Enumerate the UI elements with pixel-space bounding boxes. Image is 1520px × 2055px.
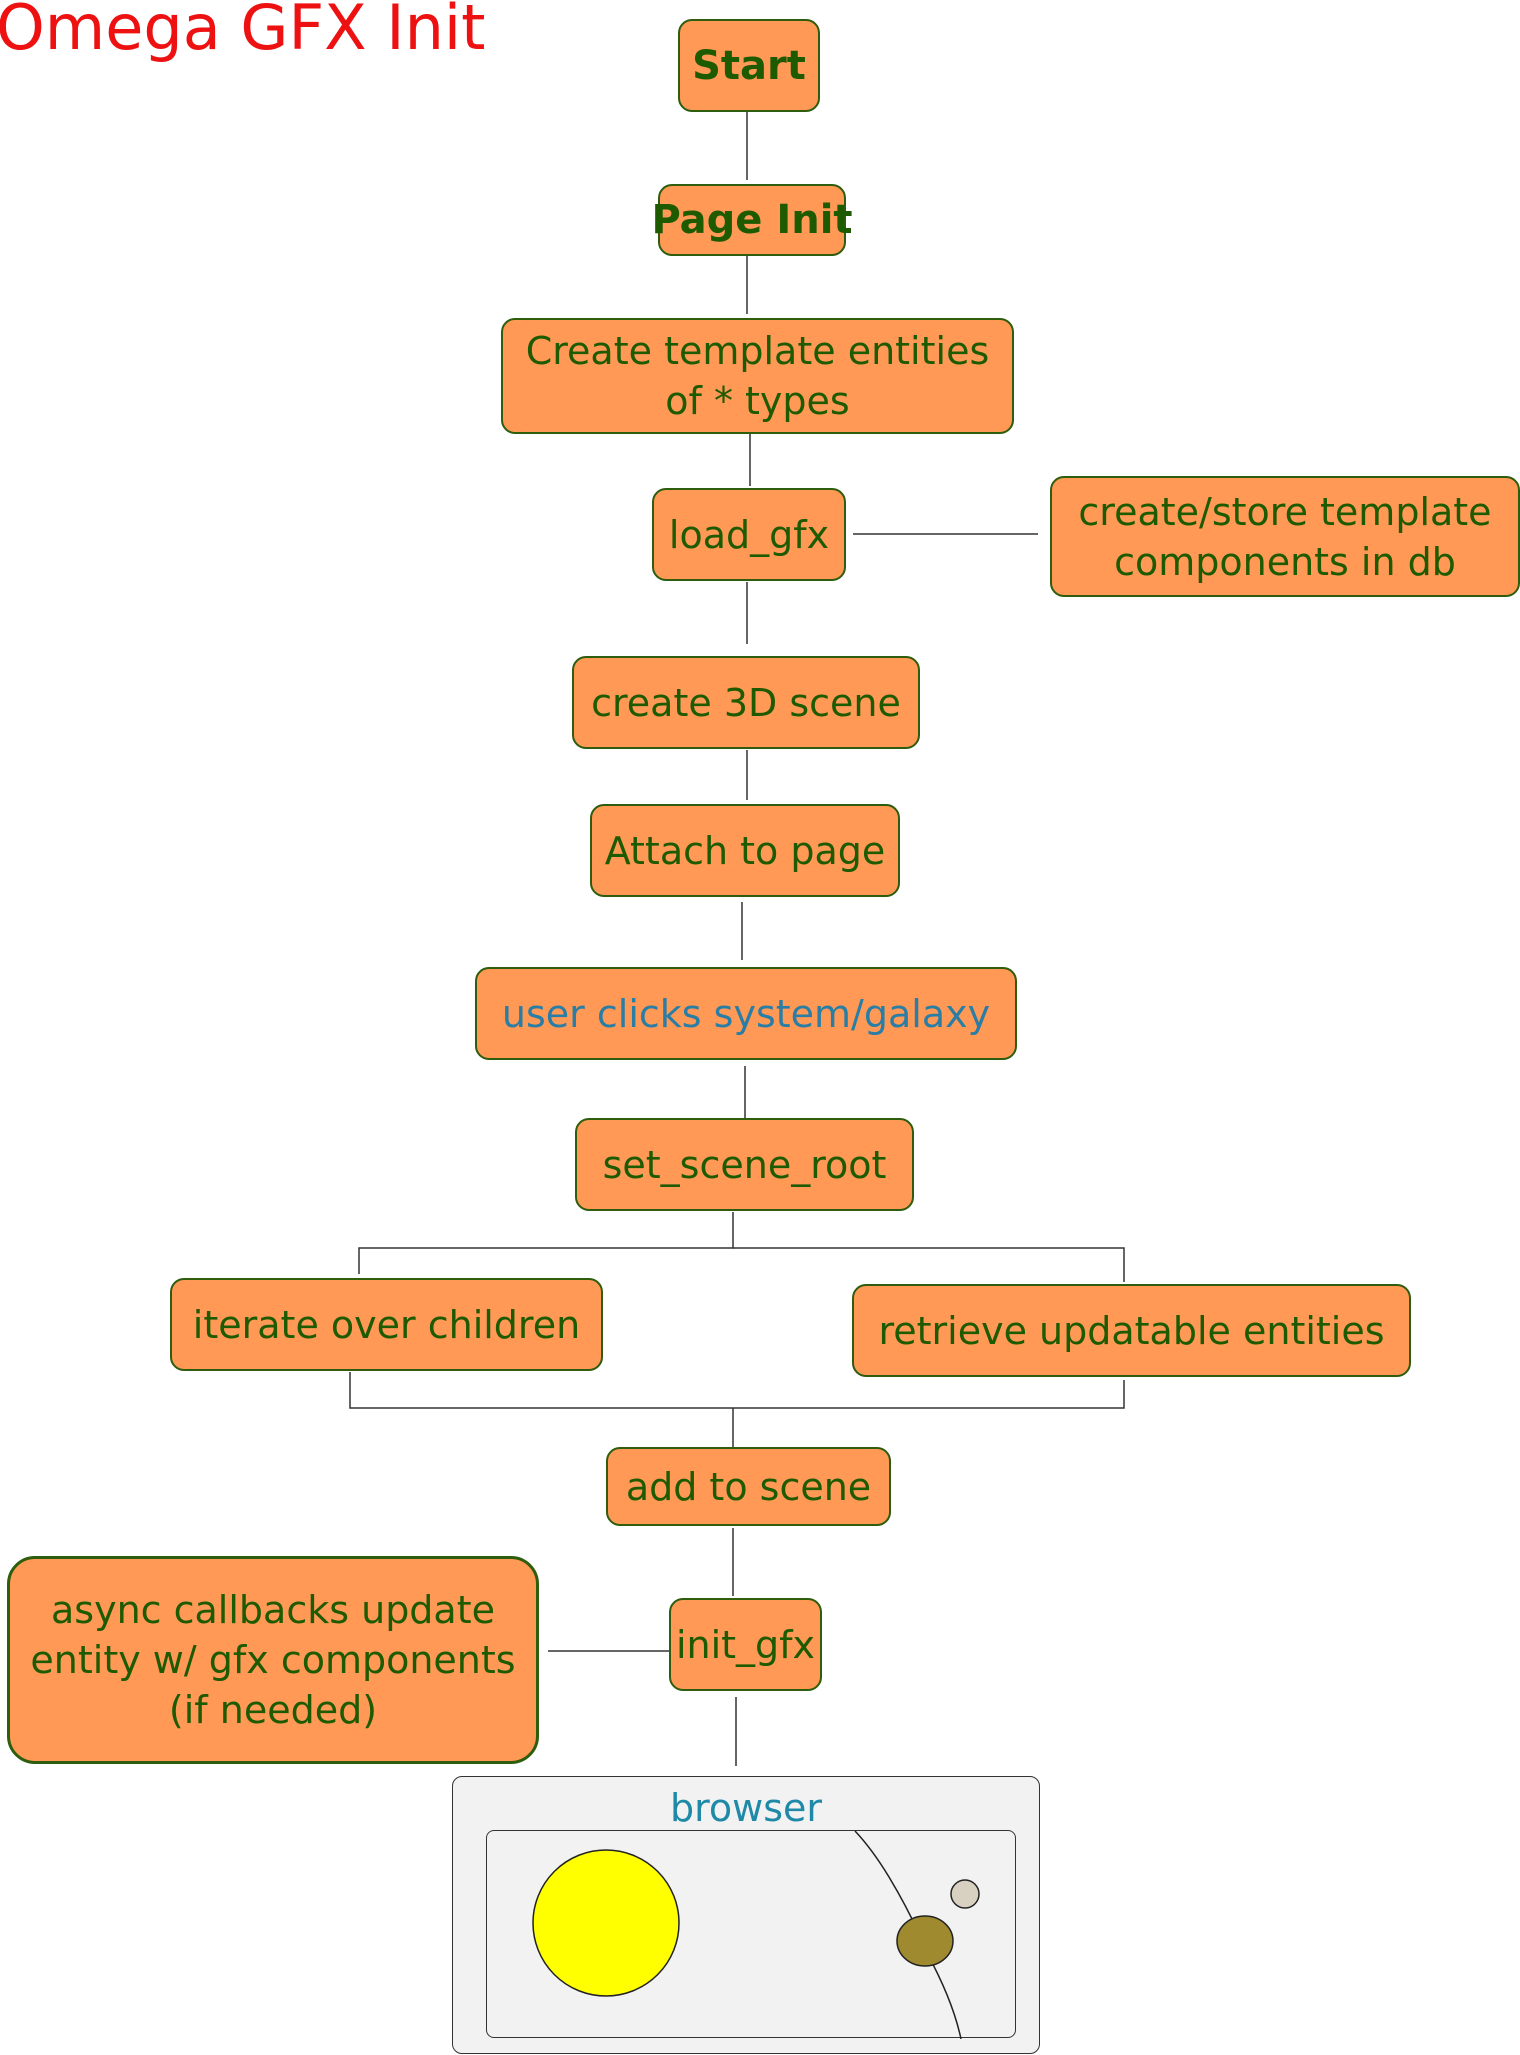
- scene-illustration: [532, 1831, 980, 2039]
- node-load-gfx: load_gfx: [652, 488, 846, 581]
- node-user-clicks: user clicks system/galaxy: [475, 967, 1017, 1060]
- node-start: Start: [678, 19, 820, 112]
- node-page-init: Page Init: [651, 184, 853, 256]
- node-create-template: Create template entities of * types: [501, 318, 1014, 434]
- diagram-title: Omega GFX Init: [0, 0, 486, 64]
- node-create-scene: create 3D scene: [572, 656, 920, 749]
- node-set-scene-root: set_scene_root: [575, 1118, 914, 1211]
- connector-setroot-retrieve: [733, 1247, 1125, 1282]
- connector-setroot-iterate: [358, 1212, 734, 1274]
- node-iterate-children: iterate over children: [170, 1278, 603, 1371]
- browser-viewport: [486, 1830, 1016, 2039]
- connector-merge: [349, 1372, 1125, 1409]
- node-add-to-scene: add to scene: [606, 1447, 891, 1526]
- node-retrieve-entities: retrieve updatable entities: [852, 1284, 1411, 1377]
- node-init-gfx: init_gfx: [669, 1598, 822, 1691]
- node-async-callbacks: async callbacks update entity w/ gfx com…: [7, 1556, 539, 1764]
- browser-label: browser: [669, 1786, 823, 1830]
- sun-icon: [532, 1849, 680, 1997]
- node-create-store: create/store template components in db: [1050, 476, 1520, 597]
- node-attach-to-page: Attach to page: [590, 804, 900, 897]
- browser-window: browser: [452, 1776, 1040, 2054]
- moon-icon: [950, 1879, 980, 1909]
- planet-icon: [896, 1915, 954, 1967]
